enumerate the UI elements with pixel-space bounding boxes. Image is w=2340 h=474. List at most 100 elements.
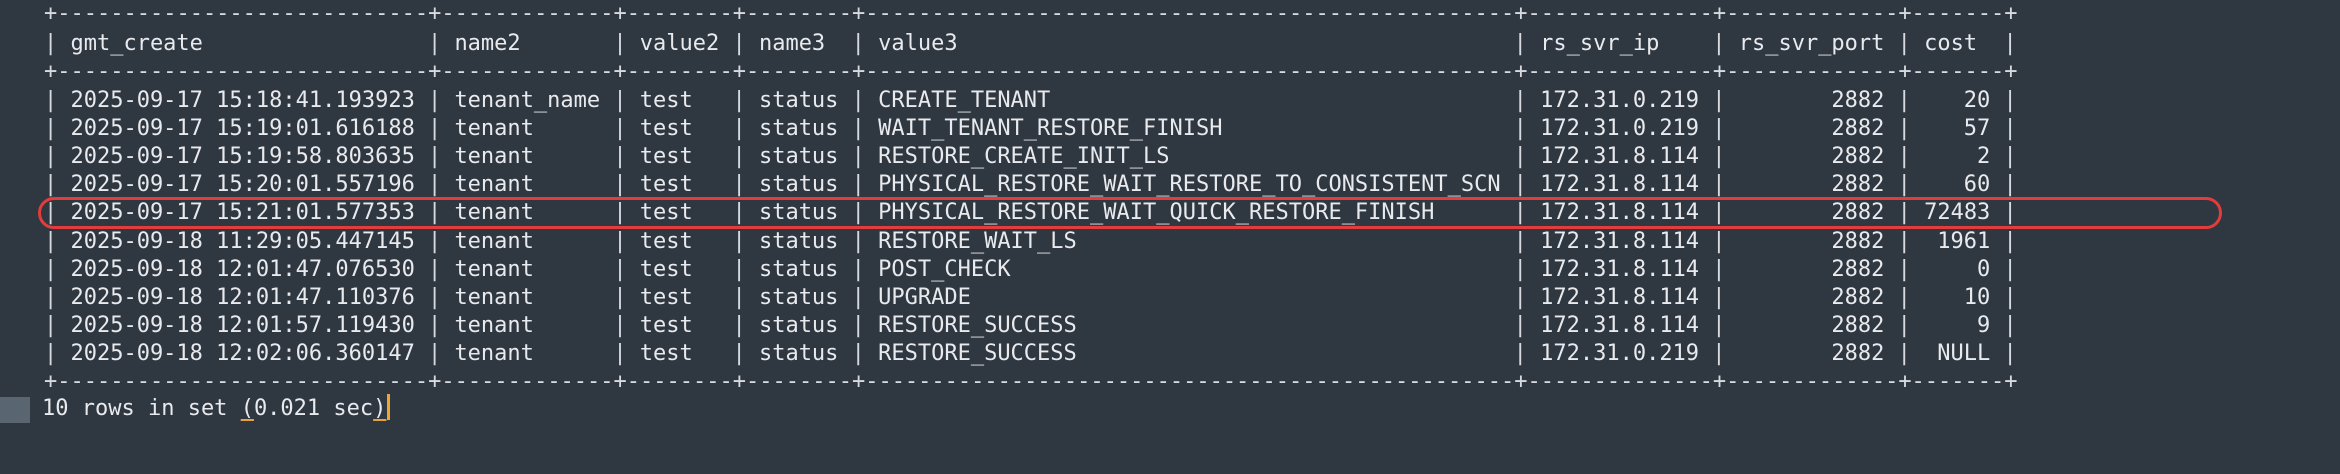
column-separator: | [427, 285, 442, 310]
cell-value2: test [639, 88, 693, 113]
cell-name2: tenant [454, 144, 534, 169]
cell-value2: test [639, 144, 693, 169]
column-separator: | [427, 144, 442, 169]
column-separator: | [1712, 285, 1726, 310]
column-separator: | [613, 31, 627, 56]
column-separator: | [427, 229, 442, 254]
column-separator: | [851, 257, 865, 282]
cell-name3: status [758, 285, 839, 310]
column-separator: | [851, 144, 865, 169]
cell-rs-svr-port: 2882 [1831, 341, 1885, 366]
column-separator: | [732, 229, 746, 254]
cell-rs-svr-ip: 172.31.0.219 [1540, 88, 1700, 113]
cell-name2: tenant [454, 116, 534, 141]
column-separator: | [44, 229, 58, 254]
cell-rs-svr-port: 2882 [1831, 313, 1885, 338]
column-separator: | [851, 172, 865, 197]
column-separator: | [1513, 229, 1527, 254]
cell-cost: NULL [1937, 341, 1991, 366]
column-header-value3: value3 [878, 31, 958, 56]
column-separator: | [732, 172, 746, 197]
column-separator: | [613, 144, 627, 169]
cell-name3: status [758, 88, 839, 113]
cell-rs-svr-ip: 172.31.8.114 [1540, 200, 1700, 225]
text-cursor [387, 394, 391, 420]
cell-value3: WAIT_TENANT_RESTORE_FINISH [878, 116, 1223, 141]
result-summary-duration: 0.021 sec [253, 396, 374, 421]
cell-rs-svr-port: 2882 [1831, 229, 1885, 254]
cell-rs-svr-ip: 172.31.8.114 [1540, 257, 1700, 282]
cell-name3: status [758, 116, 839, 141]
column-separator: | [613, 116, 627, 141]
column-separator: | [2003, 313, 2017, 338]
cell-value3: RESTORE_CREATE_INIT_LS [878, 144, 1170, 169]
column-separator: | [613, 341, 627, 366]
column-separator: | [1897, 257, 1911, 282]
column-separator: | [1897, 313, 1911, 338]
cell-rs-svr-port: 2882 [1831, 200, 1885, 225]
column-separator: | [1513, 172, 1527, 197]
column-separator: | [2003, 31, 2017, 56]
cell-name2: tenant_name [454, 88, 601, 113]
column-separator: | [44, 257, 58, 282]
column-separator: | [1897, 229, 1911, 254]
column-separator: | [851, 31, 865, 56]
column-header-cost: cost [1924, 31, 1978, 56]
column-separator: | [1897, 144, 1911, 169]
cell-name2: tenant [454, 200, 534, 225]
column-separator: | [732, 88, 746, 113]
column-separator: | [2003, 285, 2017, 310]
column-separator: | [44, 313, 58, 338]
cell-gmt-create: 2025-09-17 15:18:41.193923 [70, 88, 415, 113]
cell-rs-svr-ip: 172.31.0.219 [1540, 341, 1700, 366]
column-separator: | [427, 88, 442, 113]
column-header-name3: name3 [758, 31, 826, 56]
cell-name2: tenant [454, 285, 534, 310]
column-separator: | [851, 88, 865, 113]
cell-name2: tenant [454, 341, 534, 366]
result-summary: 10 rows in set (0.021 sec) [42, 394, 391, 423]
column-separator: | [1513, 285, 1527, 310]
column-separator: | [1712, 200, 1726, 225]
column-separator: | [2003, 229, 2017, 254]
cell-value3: PHYSICAL_RESTORE_WAIT_QUICK_RESTORE_FINI… [878, 200, 1435, 225]
cell-gmt-create: 2025-09-18 11:29:05.447145 [70, 229, 415, 254]
cell-cost: 1961 [1937, 229, 1991, 254]
cell-gmt-create: 2025-09-17 15:20:01.557196 [70, 172, 415, 197]
column-separator: | [427, 313, 442, 338]
column-separator: | [732, 341, 746, 366]
cell-name3: status [758, 200, 839, 225]
column-separator: | [732, 116, 746, 141]
cell-rs-svr-ip: 172.31.8.114 [1540, 313, 1700, 338]
column-header-name2: name2 [454, 31, 521, 56]
column-separator: | [1513, 31, 1527, 56]
cell-name2: tenant [454, 313, 534, 338]
cell-rs-svr-port: 2882 [1831, 257, 1885, 282]
cell-gmt-create: 2025-09-18 12:02:06.360147 [70, 341, 415, 366]
column-separator: | [1513, 341, 1527, 366]
column-separator: | [1513, 257, 1527, 282]
cell-name2: tenant [454, 229, 534, 254]
cell-rs-svr-port: 2882 [1831, 144, 1885, 169]
prompt-gutter-marker [0, 397, 30, 423]
cell-cost: 2 [1977, 144, 1991, 169]
column-separator: | [613, 285, 627, 310]
column-separator: | [2003, 172, 2017, 197]
cell-name3: status [758, 341, 839, 366]
cell-value2: test [639, 285, 693, 310]
table-top-border: +----------------------------+----------… [44, 1, 2018, 26]
column-separator: | [1897, 285, 1911, 310]
column-header-gmt-create: gmt_create [70, 31, 203, 56]
result-summary-text: 10 rows in set [42, 396, 241, 421]
column-separator: | [1513, 200, 1527, 225]
cell-value3: CREATE_TENANT [878, 88, 1051, 113]
column-separator: | [613, 88, 627, 113]
column-separator: | [2003, 144, 2017, 169]
column-header-rs-svr-port: rs_svr_port [1738, 31, 1885, 56]
column-separator: | [732, 144, 746, 169]
column-separator: | [1712, 88, 1726, 113]
cell-gmt-create: 2025-09-18 12:01:47.076530 [70, 257, 415, 282]
cell-gmt-create: 2025-09-18 12:01:57.119430 [70, 313, 415, 338]
